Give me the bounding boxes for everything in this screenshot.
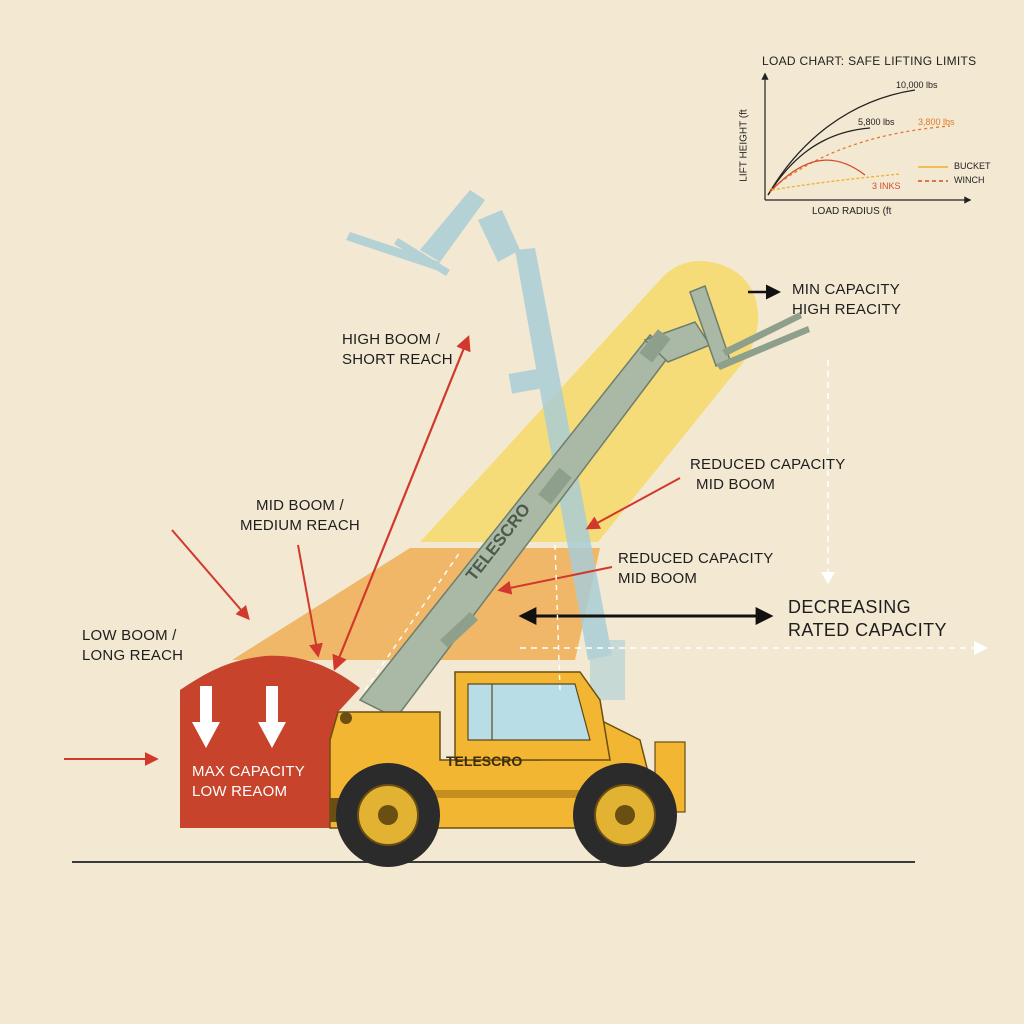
dashed-guide-boom-2 [554, 544, 561, 691]
high-boom-label: HIGH BOOM / SHORT REACH [342, 330, 453, 370]
mid-boom-label: MID BOOM / MEDIUM REACH [240, 496, 360, 536]
down-arrow-icon [258, 686, 286, 748]
min-capacity-label: MIN CAPACITY HIGH REACITY [792, 280, 901, 320]
reduced-capacity-upper-label: REDUCED CAPACITY MID BOOM [690, 455, 845, 495]
label-line: LOW BOOM / [82, 627, 177, 644]
label-line: MEDIUM REACH [240, 517, 360, 534]
load-chart-title: LOAD CHART: SAFE LIFTING LIMITS [762, 54, 977, 68]
max-capacity-label: MAX CAPACITY LOW REAOM [192, 762, 305, 802]
label-line: MID BOOM [696, 476, 776, 493]
label-line: RATED CAPACITY [788, 620, 947, 640]
label-line: LONG REACH [82, 647, 184, 664]
rear-wheel [573, 763, 677, 867]
label-line: HIGH REACITY [792, 301, 902, 318]
annotation-5800: 5,800 lbs [858, 117, 895, 127]
annotation-10000: 10,000 lbs [896, 80, 938, 90]
chart-curve-10000 [767, 89, 916, 196]
chart-curve-5800 [767, 127, 871, 196]
front-wheel [336, 763, 440, 867]
label-line: MAX CAPACITY [192, 763, 305, 780]
label-line: REDUCED CAPACITY [690, 456, 846, 473]
annotation-red: 3 INKS [872, 181, 901, 191]
reduced-upper-arrow [585, 477, 681, 530]
label-line: MID BOOM / [256, 497, 344, 514]
down-arrow-icon [192, 686, 220, 748]
load-chart [761, 72, 972, 204]
label-line: LOW REAOM [192, 783, 288, 800]
high-boom-arrow [332, 335, 471, 671]
reduced-capacity-lower-label: REDUCED CAPACITY MID BOOM [618, 549, 773, 589]
label-line: REDUCED CAPACITY [618, 550, 774, 567]
label-line: DECREASING [788, 597, 912, 617]
load-chart-x-label: LOAD RADIUS (ft [812, 206, 892, 217]
low-boom-diag-arrow [171, 529, 250, 621]
chart-curve-bucket [771, 173, 901, 191]
decreasing-capacity-label: DECREASING RATED CAPACITY [788, 596, 947, 642]
label-line: HIGH BOOM / [342, 331, 441, 348]
load-chart-y-label: LIFT HEIGHT (ft [738, 109, 750, 182]
chart-curve-winch [769, 159, 866, 193]
label-line: MIN CAPACITY [792, 281, 900, 298]
dashed-guide-arrowhead [974, 641, 988, 655]
label-line: SHORT REACH [342, 351, 453, 368]
label-line: MID BOOM [618, 570, 698, 587]
dashed-guide-boom [364, 551, 461, 691]
mid-boom-arrow [297, 544, 323, 658]
annotation-3800: 3,800 lbs [918, 117, 955, 127]
body-brand-text: TELESCRO [446, 753, 522, 769]
low-boom-label: LOW BOOM / LONG REACH [82, 626, 183, 666]
legend-winch-label: WINCH [954, 175, 985, 185]
legend-bucket-label: BUCKET [954, 161, 991, 171]
dashed-guide-arrowhead [821, 572, 835, 584]
chart-curve-3800 [769, 125, 951, 191]
